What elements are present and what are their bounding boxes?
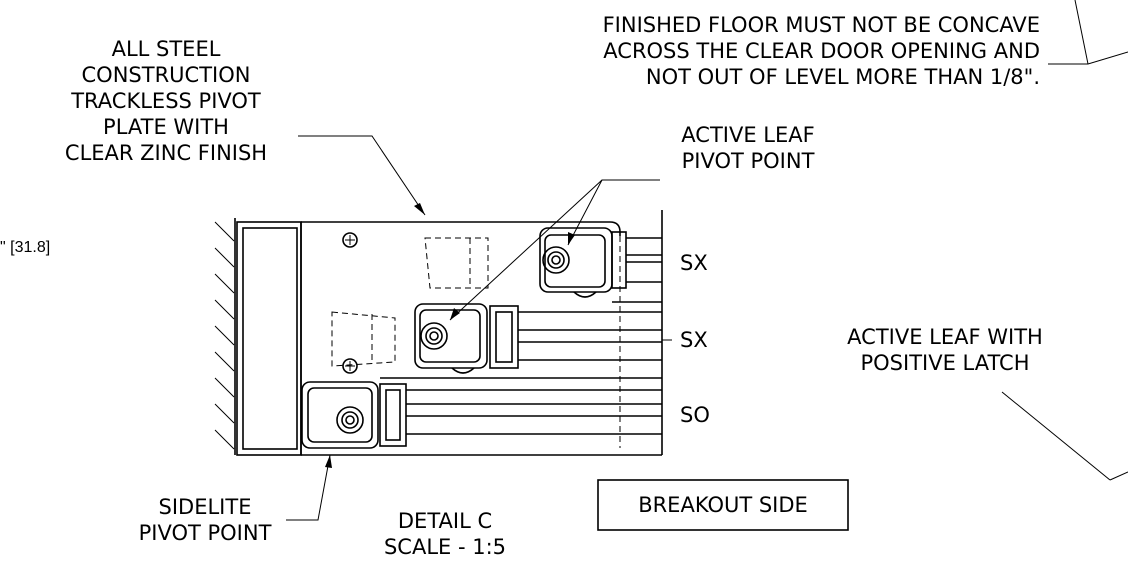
top-leaf	[424, 227, 662, 298]
wall-hatch	[214, 218, 236, 455]
active-leaf-latch-note: ACTIVE LEAF WITH POSITIVE LATCH	[847, 325, 1043, 375]
sidelite-pivot-note: SIDELITE PIVOT POINT	[138, 495, 272, 545]
floor-note: FINISHED FLOOR MUST NOT BE CONCAVE ACROS…	[602, 13, 1040, 89]
panel-label-top: SX	[680, 251, 708, 275]
breakout-side-label: BREAKOUT SIDE	[638, 493, 808, 517]
dimension-label: " [31.8]	[0, 239, 51, 256]
panel-label-bottom: SO	[680, 403, 710, 427]
bottom-leaf	[301, 381, 662, 449]
panel-label-middle: SX	[680, 328, 708, 352]
pivot-plate	[300, 221, 662, 456]
middle-leaf	[331, 303, 662, 374]
active-leaf-pivot-note: ACTIVE LEAF PIVOT POINT	[681, 123, 815, 173]
pivot-plate-note: ALL STEEL CONSTRUCTION TRACKLESS PIVOT P…	[64, 37, 268, 165]
frame-jamb	[236, 221, 302, 456]
breakout-box	[597, 479, 849, 531]
detail-title: DETAIL C SCALE - 1:5	[383, 509, 507, 559]
leader-lines	[286, 0, 1128, 521]
